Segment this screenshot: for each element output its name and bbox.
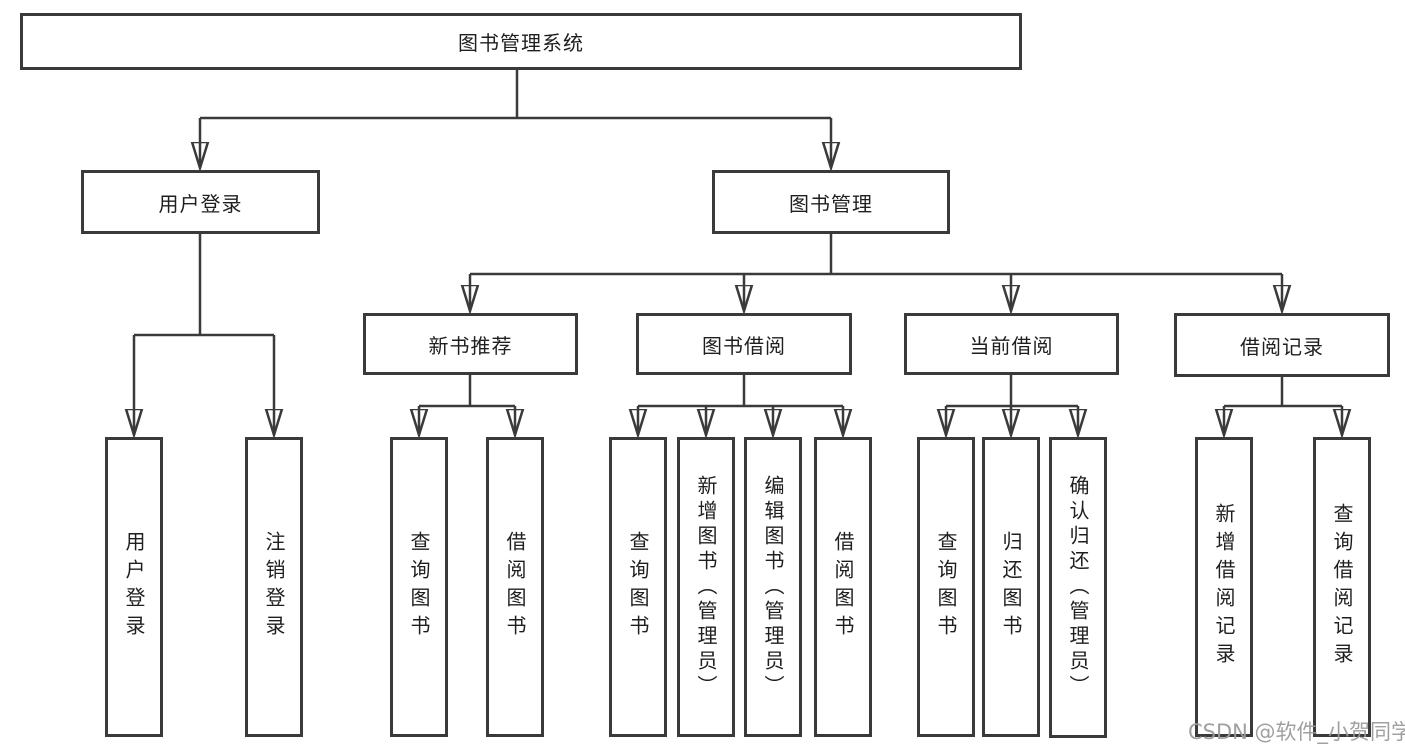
node-label: 注销登录 [262,531,286,643]
node-label: 图书管理 [789,191,873,216]
node-label: 查询图书 [407,531,431,643]
node-label: 查询图书 [626,531,650,643]
connector-book-borrow-children [638,375,843,435]
node-label: 借阅图书 [503,531,527,643]
leaf-borrow-books: 借阅图书 [814,437,872,737]
node-label: 编辑图书（管理员） [761,474,785,700]
leaf-query-borrow-record: 查询借阅记录 [1313,437,1371,737]
node-label: 新书推荐 [428,333,513,358]
node-label: 查询图书 [934,531,958,643]
node-current-borrow: 当前借阅 [904,313,1119,375]
node-label: 当前借阅 [969,333,1054,358]
node-label: 新增图书（管理员） [694,474,718,700]
leaf-edit-books-admin: 编辑图书（管理员） [744,437,802,737]
connector-root-to-level2 [200,70,831,168]
node-label: 图书管理系统 [458,31,584,55]
node-label: 用户登录 [122,531,146,643]
node-label: 用户登录 [158,191,243,216]
connector-book-management-level3 [470,234,1282,311]
leaf-logout: 注销登录 [245,437,303,737]
leaf-query-books-borrow: 查询图书 [609,437,667,737]
node-label: 查询借阅记录 [1330,503,1354,671]
node-book-borrow: 图书借阅 [636,313,852,375]
node-book-management: 图书管理 [712,170,950,234]
leaf-query-books-recommend: 查询图书 [390,437,448,737]
node-new-book-recommend: 新书推荐 [363,313,578,375]
node-label: 借阅图书 [831,531,855,643]
leaf-add-books-admin: 新增图书（管理员） [677,437,735,737]
csdn-watermark: CSDN @软件_小贺同学 [1188,720,1405,744]
leaf-borrow-books-recommend: 借阅图书 [486,437,544,737]
connector-user-login-children [134,234,274,435]
connector-borrow-records-children [1224,377,1342,435]
node-label: 借阅记录 [1240,334,1324,359]
leaf-user-login: 用户登录 [105,437,163,737]
node-label: 归还图书 [999,531,1023,643]
connector-current-borrow-children [946,375,1078,435]
node-borrow-records: 借阅记录 [1174,313,1390,377]
connector-new-book-children [419,375,515,435]
node-label: 图书借阅 [702,333,786,358]
node-user-login: 用户登录 [81,170,320,234]
node-label: 确认归还（管理员） [1066,475,1090,700]
leaf-return-books: 归还图书 [982,437,1040,737]
leaf-add-borrow-record: 新增借阅记录 [1195,437,1253,737]
node-label: 新增借阅记录 [1212,503,1236,671]
leaf-confirm-return-admin: 确认归还（管理员） [1049,437,1107,738]
leaf-query-books-current: 查询图书 [917,437,975,737]
node-root: 图书管理系统 [20,13,1022,70]
